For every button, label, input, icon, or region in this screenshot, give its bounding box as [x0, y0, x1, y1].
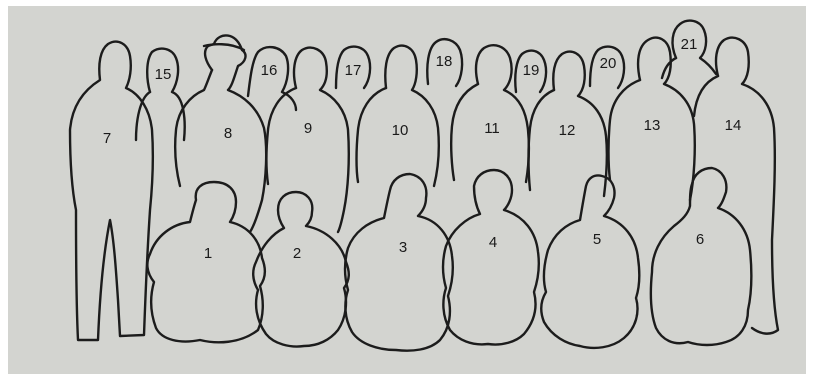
figure-number-6: 6: [696, 231, 704, 248]
figure-number-1: 1: [204, 245, 212, 262]
figure-number-3: 3: [399, 239, 407, 256]
figure-number-15: 15: [155, 66, 172, 83]
figure-number-17: 17: [345, 62, 362, 79]
figure-number-4: 4: [489, 234, 497, 251]
figure-number-7: 7: [103, 130, 111, 147]
figure-number-11: 11: [484, 120, 500, 137]
figure-number-20: 20: [600, 55, 617, 72]
figure-number-5: 5: [593, 231, 601, 248]
diagram-background: [8, 6, 806, 374]
figure-number-2: 2: [293, 245, 301, 262]
figure-number-14: 14: [725, 117, 742, 134]
figure-number-21: 21: [681, 36, 698, 53]
figure-number-16: 16: [261, 62, 278, 79]
figure-number-18: 18: [436, 53, 453, 70]
figure-number-19: 19: [523, 62, 540, 79]
figure-number-9: 9: [304, 120, 312, 137]
figure-number-8: 8: [224, 125, 232, 142]
figure-number-10: 10: [392, 122, 409, 139]
figure-number-13: 13: [644, 117, 661, 134]
figure-number-12: 12: [559, 122, 576, 139]
